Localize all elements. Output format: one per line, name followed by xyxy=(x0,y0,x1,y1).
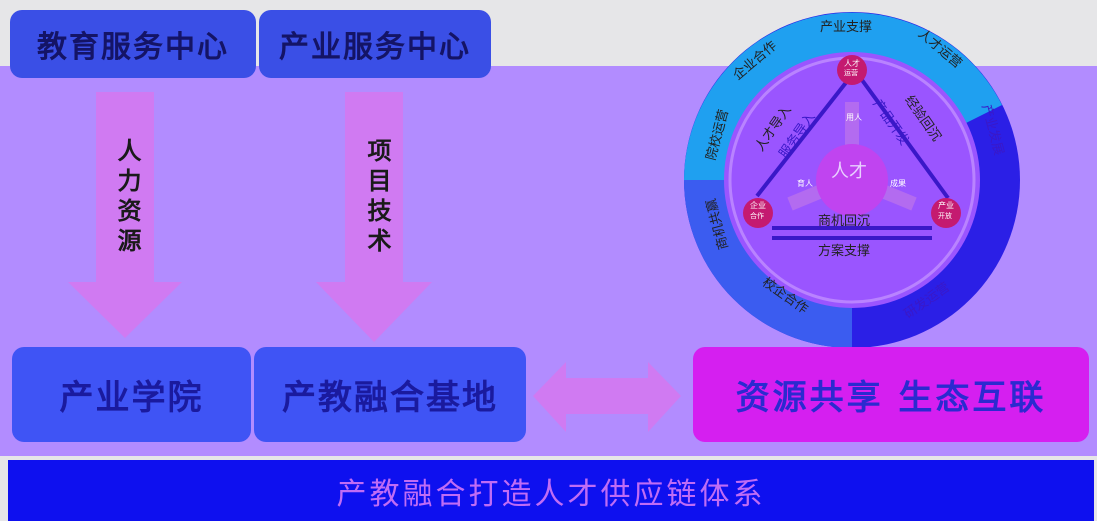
ring-node-left-small: 合作 xyxy=(750,213,764,220)
industry-college-label: 产业学院 xyxy=(59,378,204,418)
ring-node-top-small: 运营 xyxy=(844,70,858,77)
ring-small-employ: 用人 xyxy=(846,113,862,122)
industry-service-center: 产业服务中心 xyxy=(259,10,491,78)
integration-base-box: 产教融合基地 xyxy=(254,347,526,442)
ring-node-right: 产业 xyxy=(938,201,954,210)
ring-node-left: 企业 xyxy=(750,201,766,210)
left-down-arrow xyxy=(68,92,182,338)
resource-sharing-box: 资源共享 生态互联 xyxy=(693,347,1089,442)
ring-label-top: 产业支撑 xyxy=(820,19,873,34)
footer-title: 产教融合打造人才供应链体系 xyxy=(336,476,766,512)
ring-center-label: 人才 xyxy=(831,161,867,181)
education-service-center-label: 教育服务中心 xyxy=(37,30,229,65)
double-arrow xyxy=(533,362,681,432)
right-down-arrow xyxy=(316,92,432,342)
ring-small-educate: 育人 xyxy=(797,179,813,188)
industry-college-box: 产业学院 xyxy=(12,347,251,442)
footer-banner: 产教融合打造人才供应链体系 xyxy=(8,460,1094,521)
ring-inner-solution-support: 方案支撑 xyxy=(818,243,871,258)
ring-small-result: 成果 xyxy=(890,179,906,188)
integration-base-label: 产教融合基地 xyxy=(282,378,498,418)
industry-service-center-label: 产业服务中心 xyxy=(279,30,471,65)
right-arrow-label: 项目技术 xyxy=(363,138,392,258)
talent-ring xyxy=(684,12,1020,348)
left-arrow-label: 人力资源 xyxy=(113,138,142,258)
resource-sharing-label: 资源共享 生态互联 xyxy=(735,378,1047,418)
ring-node-top: 人才 xyxy=(844,59,860,68)
education-service-center: 教育服务中心 xyxy=(10,10,256,78)
ring-node-right-small: 开放 xyxy=(938,213,952,220)
ring-inner-business-return: 商机回沉 xyxy=(818,213,871,228)
